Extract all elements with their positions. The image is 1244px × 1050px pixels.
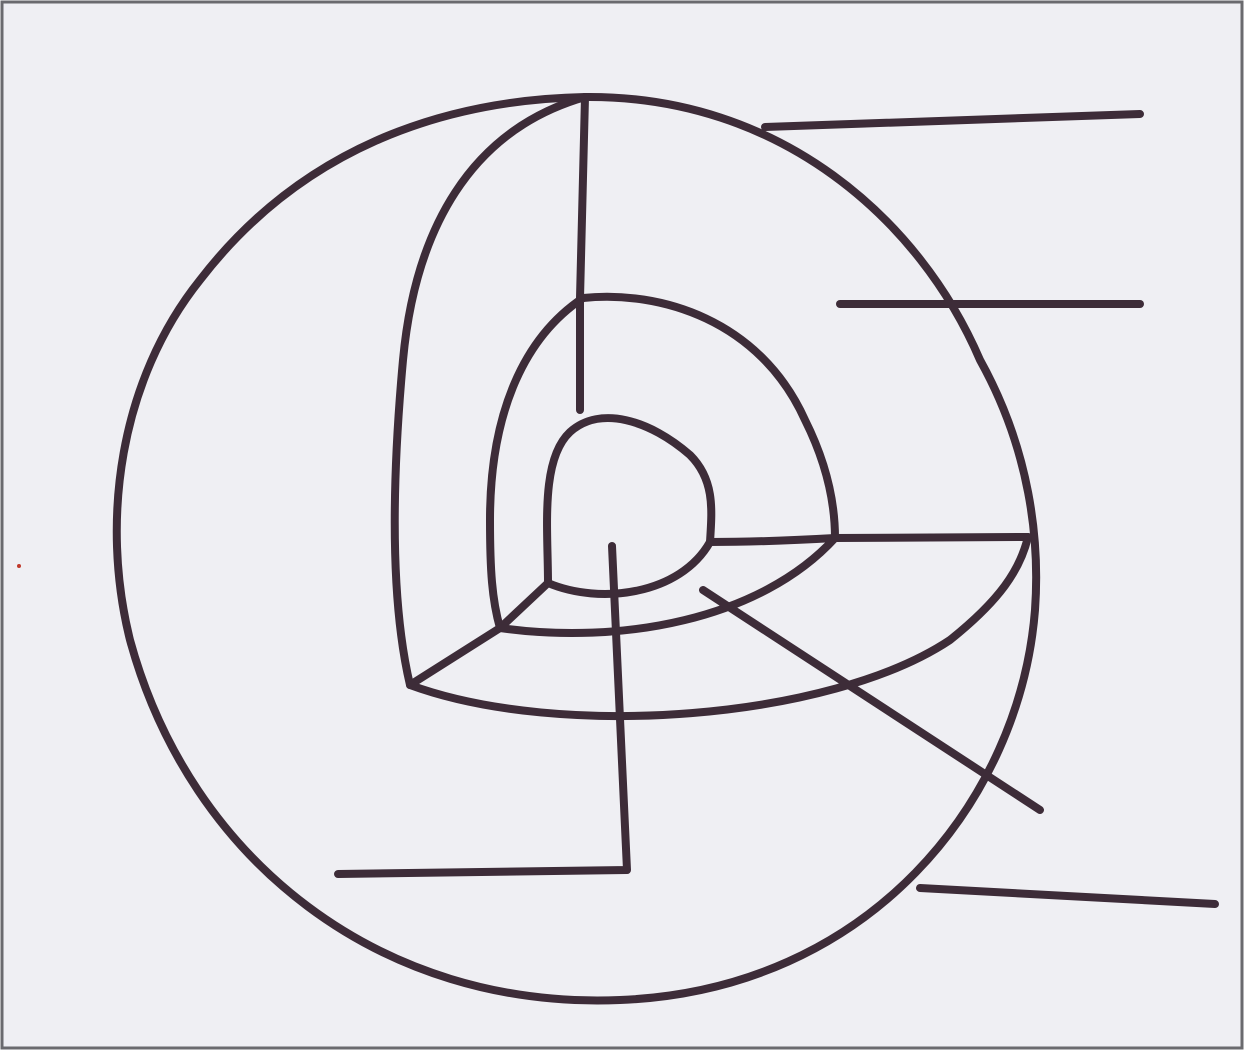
ink-dot <box>17 564 21 568</box>
